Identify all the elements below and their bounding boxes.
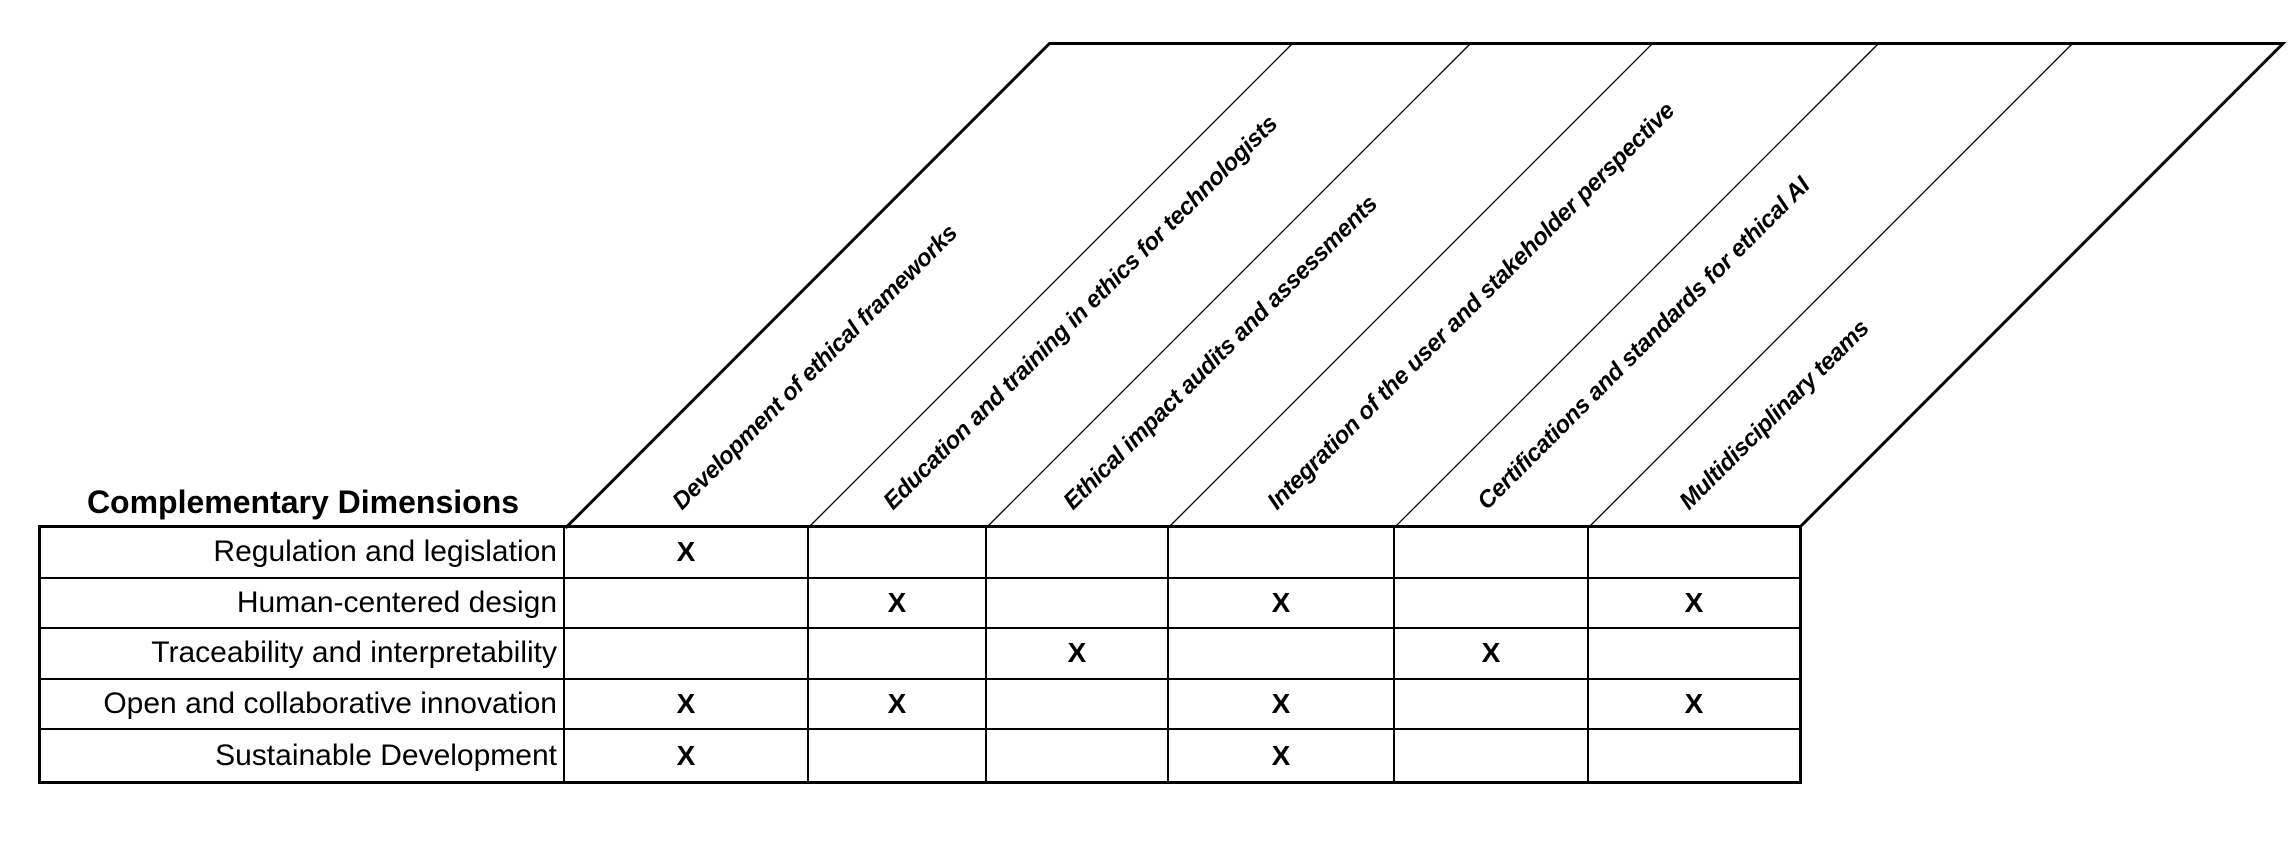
matrix-cell	[987, 679, 1169, 731]
matrix-cell	[809, 528, 987, 579]
matrix-cell	[1395, 730, 1589, 781]
matrix-cell	[1169, 528, 1395, 579]
matrix-cell	[1589, 528, 1799, 579]
matrix-cell: X	[1169, 679, 1395, 731]
row-label: Regulation and legislation	[41, 528, 565, 579]
matrix-cell: X	[987, 629, 1169, 680]
matrix-cell	[809, 730, 987, 781]
matrix-cell: X	[565, 730, 809, 781]
matrix-cell: X	[565, 528, 809, 579]
matrix-cell	[1395, 578, 1589, 630]
matrix-cell	[987, 528, 1169, 579]
row-label: Traceability and interpretability	[41, 629, 565, 680]
matrix-cell: X	[565, 679, 809, 731]
matrix-cell: X	[1169, 578, 1395, 630]
matrix-cell: X	[1589, 680, 1799, 731]
matrix-cell	[1589, 730, 1799, 781]
matrix-cell	[987, 578, 1169, 630]
matrix-cell	[1395, 528, 1589, 579]
matrix-cell: X	[1169, 730, 1395, 781]
matrix-cell: X	[809, 578, 987, 630]
matrix-table: Regulation and legislation X Human-cente…	[38, 525, 1802, 784]
matrix-cell: X	[1589, 579, 1799, 630]
matrix-cell	[809, 629, 987, 680]
matrix-title: Complementary Dimensions	[86, 484, 520, 520]
matrix-cell	[987, 730, 1169, 781]
row-label: Open and collaborative innovation	[41, 679, 565, 731]
matrix-cell: X	[1395, 629, 1589, 680]
matrix-cell	[1395, 679, 1589, 731]
row-label: Sustainable Development	[41, 730, 565, 781]
matrix-cell: X	[809, 679, 987, 731]
matrix-cell	[1589, 629, 1799, 680]
row-label: Human-centered design	[41, 578, 565, 630]
matrix-cell	[565, 629, 809, 680]
matrix-cell	[1169, 629, 1395, 680]
matrix-cell	[565, 578, 809, 630]
